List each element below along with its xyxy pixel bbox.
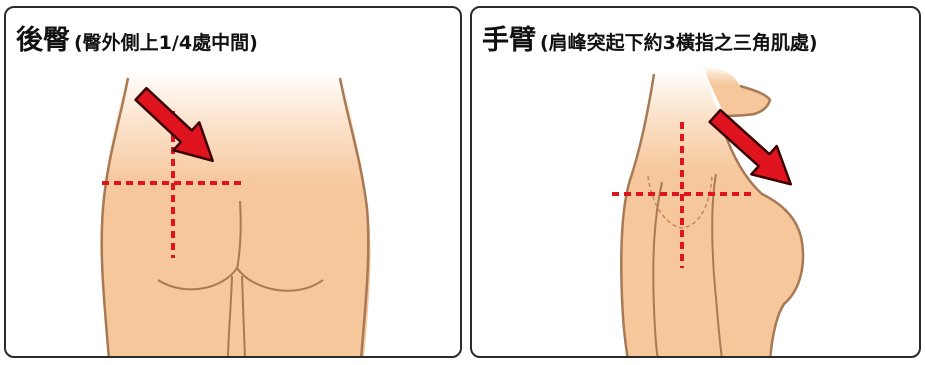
- injection-site-arrow: [708, 108, 793, 186]
- leg-line-right: [241, 275, 246, 356]
- chin-outline: [717, 84, 772, 118]
- panel-title-main: 後臀: [16, 25, 70, 56]
- back-outline: [620, 73, 656, 356]
- gluteal-fold-left: [157, 267, 238, 291]
- arm-back-line: [652, 181, 663, 356]
- shoulder-outline: [716, 111, 805, 356]
- gluteal-fold-right: [236, 267, 324, 292]
- buttocks-outline-left: [100, 77, 130, 356]
- shoulder-illustration: [612, 66, 805, 356]
- buttocks-outline-right: [338, 77, 370, 356]
- gluteal-cleft-line: [236, 200, 242, 271]
- chin-shape: [702, 66, 770, 118]
- buttock-injection-panel: 後臀(臀外側上1/4處中間): [4, 6, 462, 358]
- leg-line-left: [227, 275, 233, 356]
- injection-site-arrow: [134, 86, 214, 163]
- panel-title: 後臀(臀外側上1/4處中間): [16, 18, 258, 57]
- arm-injection-panel: 手臂(肩峰突起下約3橫指之三角肌處): [470, 6, 921, 358]
- panel-title-subtitle: (臀外側上1/4處中間): [74, 32, 258, 54]
- buttocks-illustration: [100, 70, 371, 356]
- arm-inner-line: [711, 173, 723, 356]
- panel-title: 手臂(肩峰突起下約3橫指之三角肌處): [482, 18, 818, 57]
- panel-title-subtitle: (肩峰突起下約3橫指之三角肌處): [540, 32, 818, 54]
- deltoid-outline: [647, 175, 713, 229]
- buttocks-body-shape: [100, 70, 371, 356]
- panel-title-main: 手臂: [482, 25, 536, 56]
